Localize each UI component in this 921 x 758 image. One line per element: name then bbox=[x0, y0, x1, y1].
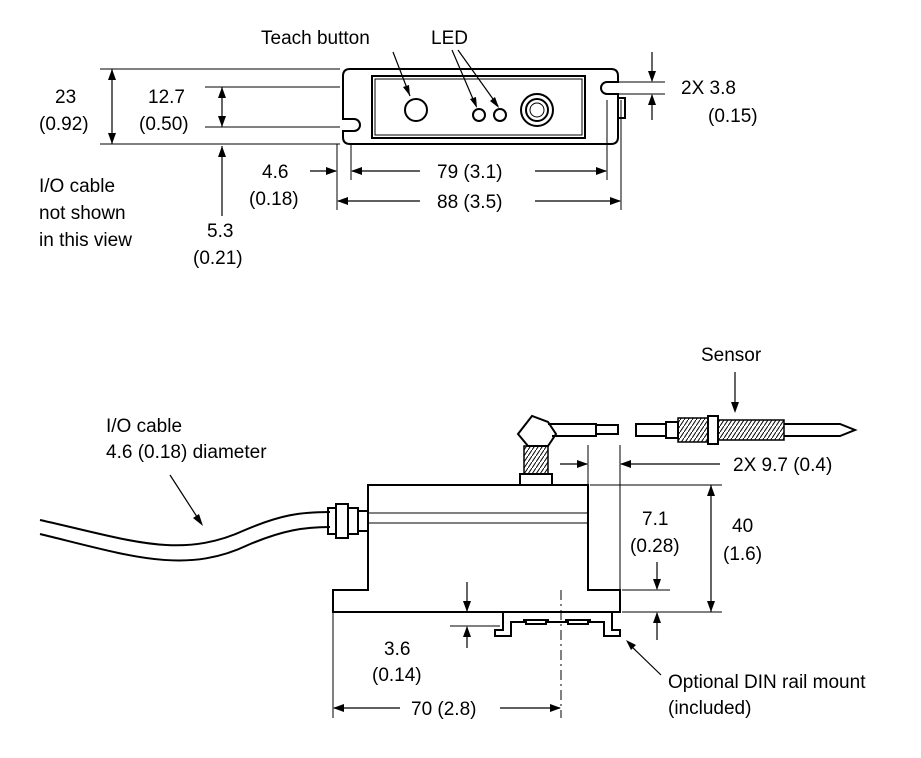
side-housing-outline bbox=[332, 484, 621, 613]
cable-label-line-2: 4.6 (0.18) diameter bbox=[106, 442, 267, 463]
sensor-label: Sensor bbox=[701, 345, 762, 366]
connector-outer bbox=[520, 93, 554, 127]
slot-in-label: (0.15) bbox=[708, 106, 758, 127]
led-1 bbox=[472, 108, 486, 122]
din-label-line-2: (included) bbox=[668, 698, 751, 719]
offset-in-label: (0.18) bbox=[249, 189, 299, 210]
top-housing-outline bbox=[342, 68, 619, 145]
teach-button-shape bbox=[404, 98, 428, 122]
inner-width-label: 79 (3.1) bbox=[437, 162, 502, 183]
teach-button-label: Teach button bbox=[261, 28, 370, 49]
top-label-panel bbox=[371, 75, 586, 139]
led-2 bbox=[493, 108, 507, 122]
note-line-3: in this view bbox=[39, 230, 132, 251]
din-label-line-1: Optional DIN rail mount bbox=[668, 672, 866, 693]
rail-in-label: (0.14) bbox=[372, 665, 422, 686]
height-mm-label: 23 bbox=[55, 87, 76, 108]
height-in-label: (0.92) bbox=[39, 114, 89, 135]
bottom-offset-mm-label: 5.3 bbox=[207, 221, 233, 242]
hole-spacing-label: 2X 9.7 (0.4) bbox=[733, 455, 832, 476]
led-label: LED bbox=[431, 28, 468, 49]
bottom-offset-in-label: (0.21) bbox=[193, 248, 243, 269]
note-line-1: I/O cable bbox=[39, 176, 115, 197]
connector-knurl bbox=[523, 445, 549, 475]
step-in-label: (0.28) bbox=[630, 536, 680, 557]
offset-mm-label: 4.6 bbox=[262, 162, 288, 183]
cable-label-line-1: I/O cable bbox=[106, 416, 182, 437]
inner-height-in-label: (0.50) bbox=[139, 114, 189, 135]
slot-mm-label: 2X 3.8 bbox=[681, 78, 736, 99]
inner-height-mm-label: 12.7 bbox=[148, 87, 185, 108]
note-line-2: not shown bbox=[39, 203, 126, 224]
top-view: Teach button LED 23 (0.92) 12.7 (0.50) 2… bbox=[39, 28, 758, 269]
overall-width-label: 88 (3.5) bbox=[437, 192, 502, 213]
din-rail bbox=[494, 612, 621, 637]
base-width-label: 70 (2.8) bbox=[411, 699, 476, 720]
side-view: Sensor I/O cable 4.6 (0.18) diameter 2X … bbox=[39, 345, 866, 720]
height-40-mm-label: 40 bbox=[732, 516, 753, 537]
io-cable bbox=[39, 511, 331, 547]
step-mm-label: 7.1 bbox=[642, 509, 668, 530]
sensor-body bbox=[677, 417, 709, 443]
height-40-in-label: (1.6) bbox=[723, 544, 762, 565]
rail-mm-label: 3.6 bbox=[384, 639, 410, 660]
